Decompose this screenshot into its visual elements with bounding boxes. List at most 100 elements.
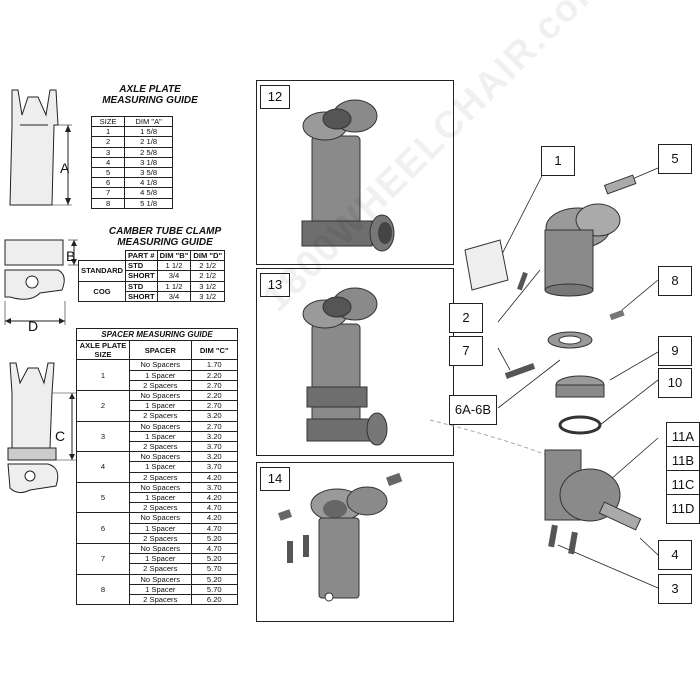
camber-clamp-sketch <box>4 239 78 325</box>
dim-c-value: 5.20 <box>190 573 239 585</box>
dim-c-value: 2.70 <box>190 400 239 412</box>
table-header: DIM "A" <box>124 115 173 128</box>
panel-number: 13 <box>260 273 290 297</box>
table-row: COG STD 1 1/2 3 1/2 <box>77 280 226 303</box>
table-row: SHORT 3/4 3 1/2 <box>79 290 226 303</box>
spacer-count: No Spacers <box>129 512 192 524</box>
dim-c-value: 4.70 <box>190 522 239 534</box>
dim-c-value: 5.70 <box>190 583 239 596</box>
spacer-count: No Spacers <box>129 390 192 402</box>
panel-number: 12 <box>260 85 290 109</box>
axle-plate-sketch <box>9 89 72 206</box>
table-header: SIZE <box>90 115 126 128</box>
callout-7: 7 <box>449 336 483 366</box>
exploded-assembly <box>429 167 659 589</box>
axle-plate-size: 7 <box>76 543 130 575</box>
dim-c-value: 2.20 <box>190 390 239 402</box>
spacer-count: 2 Spacers <box>129 594 192 606</box>
dim-d-label: D <box>28 318 39 334</box>
callout-3: 3 <box>658 574 692 604</box>
spacer-count: 1 Spacer <box>129 492 192 504</box>
dim-c-label: C <box>55 428 66 444</box>
table-row: STANDARD STD 1 1/2 2 1/2 <box>77 260 226 282</box>
spacer-guide-title: SPACER MEASURING GUIDE <box>76 328 238 341</box>
table-header: DIM "B" <box>156 249 192 262</box>
spacer-count: 1 Spacer <box>129 583 192 596</box>
spacer-table: SPACER MEASURING GUIDE AXLE PLATE SIZE S… <box>76 328 239 606</box>
axle-plate-size: 3 <box>76 420 130 453</box>
panel-number: 14 <box>260 467 290 491</box>
clamp-assembly-12 <box>301 99 395 252</box>
callout-2: 2 <box>449 303 483 333</box>
dim-b-label: B <box>66 248 76 264</box>
spacer-count: 2 Spacers <box>129 471 192 483</box>
table-row: SHORT 3/4 2 1/2 <box>79 270 226 282</box>
spacer-count: 1 Spacer <box>129 553 192 565</box>
spacer-count: 1 Spacer <box>129 369 192 381</box>
dim-c-value: 6.20 <box>190 594 239 606</box>
dim-c-value: 5.70 <box>190 563 239 575</box>
callout-8: 8 <box>658 266 692 296</box>
spacer-sketch <box>7 362 76 494</box>
spacer-count: 2 Spacers <box>129 502 192 514</box>
callout-1: 1 <box>541 146 575 176</box>
callout-6a-6b: 6A-6B <box>449 395 497 425</box>
group-label: STANDARD <box>77 260 127 282</box>
callout-4: 4 <box>658 540 692 570</box>
axle-plate-size: 4 <box>76 451 130 483</box>
spacer-count: No Spacers <box>129 420 192 432</box>
dim-c-value: 4.20 <box>190 512 239 524</box>
panel-12: 12 <box>256 80 454 265</box>
dim-c-value: 2.70 <box>190 379 239 392</box>
dim-c-value: 4.70 <box>190 543 239 555</box>
spacer-count: No Spacers <box>129 481 192 494</box>
dim-a-label: A <box>60 160 70 176</box>
camber-table: PART # DIM "B" DIM "D" STANDARD STD 1 1/… <box>77 249 226 303</box>
dim-c-value: 1.70 <box>190 359 239 371</box>
camber-guide-title: CAMBER TUBE CLAMP MEASURING GUIDE <box>108 226 222 248</box>
dim-c-value: 3.70 <box>190 441 239 453</box>
axle-plate-size: 2 <box>76 390 130 422</box>
spacer-count: 2 Spacers <box>129 410 192 422</box>
dim-c-value: 4.70 <box>190 502 239 514</box>
dim-c-value: 2.20 <box>190 369 239 381</box>
callout-5: 5 <box>658 144 692 174</box>
axle-plate-size: 5 <box>76 481 130 514</box>
callout-10: 10 <box>658 368 692 398</box>
table-header: SPACER <box>129 339 192 361</box>
group-label: COG <box>77 280 127 303</box>
clamp-assembly-13 <box>302 287 388 446</box>
axle-plate-size: 8 <box>76 573 130 606</box>
panel-14: 14 <box>256 462 454 622</box>
axle-plate-size: 1 <box>76 359 130 392</box>
spacer-count: 2 Spacers <box>129 563 192 575</box>
dim-c-value: 3.20 <box>190 410 239 422</box>
spacer-count: No Spacers <box>129 451 192 463</box>
spacer-count: No Spacers <box>129 359 192 371</box>
dim-c-value: 4.20 <box>190 471 239 483</box>
